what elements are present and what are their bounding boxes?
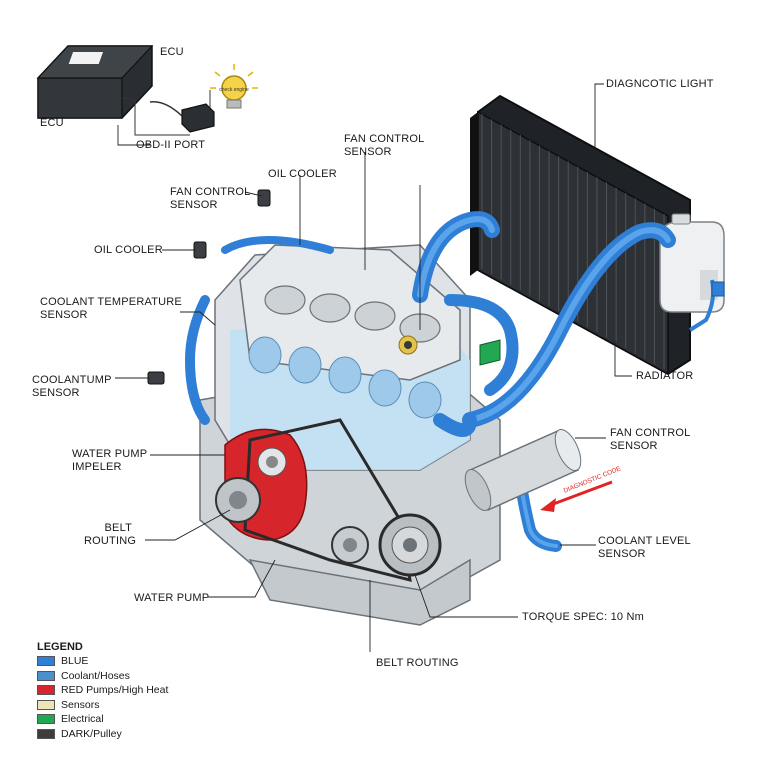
leader-lines xyxy=(115,83,632,652)
legend-swatch xyxy=(37,685,55,696)
legend-swatch xyxy=(37,656,55,667)
bulb-text: check engine xyxy=(219,87,249,93)
legend-item-label: Coolant/Hoses xyxy=(61,669,130,682)
coolant-reservoir xyxy=(659,213,725,332)
intake-pipe xyxy=(464,428,582,512)
radiator xyxy=(470,94,691,376)
legend-item-label: Electrical xyxy=(61,713,104,726)
legend-item-label: Sensors xyxy=(61,698,100,711)
water-pump-label: WATER PUMP xyxy=(134,592,210,604)
legend-item: DARK/Pulley xyxy=(37,727,207,742)
ecu-label: ECU xyxy=(40,117,64,129)
pulleys xyxy=(215,418,442,583)
obd-port-label: OBD-II PORT xyxy=(136,139,206,151)
legend-item-label: RED Pumps/High Heat xyxy=(61,684,169,697)
legend: LEGEND BLUE Coolant/Hoses RED Pumps/High… xyxy=(37,640,207,741)
legend-item: BLUE xyxy=(37,654,207,669)
coolantump-sensor-label: COOLANTUMP SENSOR xyxy=(32,374,112,399)
ecu-unit xyxy=(36,45,190,136)
legend-title: LEGEND xyxy=(37,641,83,653)
obd-connector xyxy=(149,101,215,133)
legend-item-label: BLUE xyxy=(61,655,89,668)
diagnostic-light-label: DIAGNCOTIC LIGHT xyxy=(606,78,714,90)
fan-control-sensor-top-label: FAN CONTROL SENSOR xyxy=(344,133,425,158)
water-pump-impeller-label: WATER PUMP IMPELER xyxy=(72,448,148,473)
legend-item: RED Pumps/High Heat xyxy=(37,683,207,698)
ecu-device-label: ECU xyxy=(160,46,184,58)
belt-routing-left-label: BELT ROUTING xyxy=(84,522,137,547)
oil-cooler-left-label: OIL COOLER xyxy=(94,244,163,256)
coolant-level-sensor-label: COOLANT LEVEL SENSOR xyxy=(598,535,691,560)
sensor-parts xyxy=(147,189,501,385)
engine-block xyxy=(199,244,501,626)
coolant-hoses xyxy=(184,211,676,552)
legend-swatch xyxy=(37,699,55,710)
belt-routing-bottom-label: BELT ROUTING xyxy=(376,657,459,669)
radiator-label: RADIATOR xyxy=(636,370,694,382)
diagnostic-light-bulb: check engine xyxy=(210,64,258,109)
legend-swatch xyxy=(37,728,55,739)
legend-swatch xyxy=(37,670,55,681)
fan-control-sensor-left-label: FAN CONTROL SENSOR xyxy=(170,186,251,211)
legend-item-label: DARK/Pulley xyxy=(61,727,122,740)
legend-swatch xyxy=(37,714,55,725)
coolant-temperature-sensor-label: COOLANT TEMPERATURE SENSOR xyxy=(40,296,182,321)
legend-item: Sensors xyxy=(37,698,207,713)
legend-item: Electrical xyxy=(37,712,207,727)
fan-control-sensor-right-label: FAN CONTROL SENSOR xyxy=(610,427,691,452)
oil-cooler-top-label: OIL COOLER xyxy=(268,168,337,180)
legend-item: Coolant/Hoses xyxy=(37,669,207,684)
torque-spec-label: TORQUE SPEC: 10 Nm xyxy=(522,611,644,623)
